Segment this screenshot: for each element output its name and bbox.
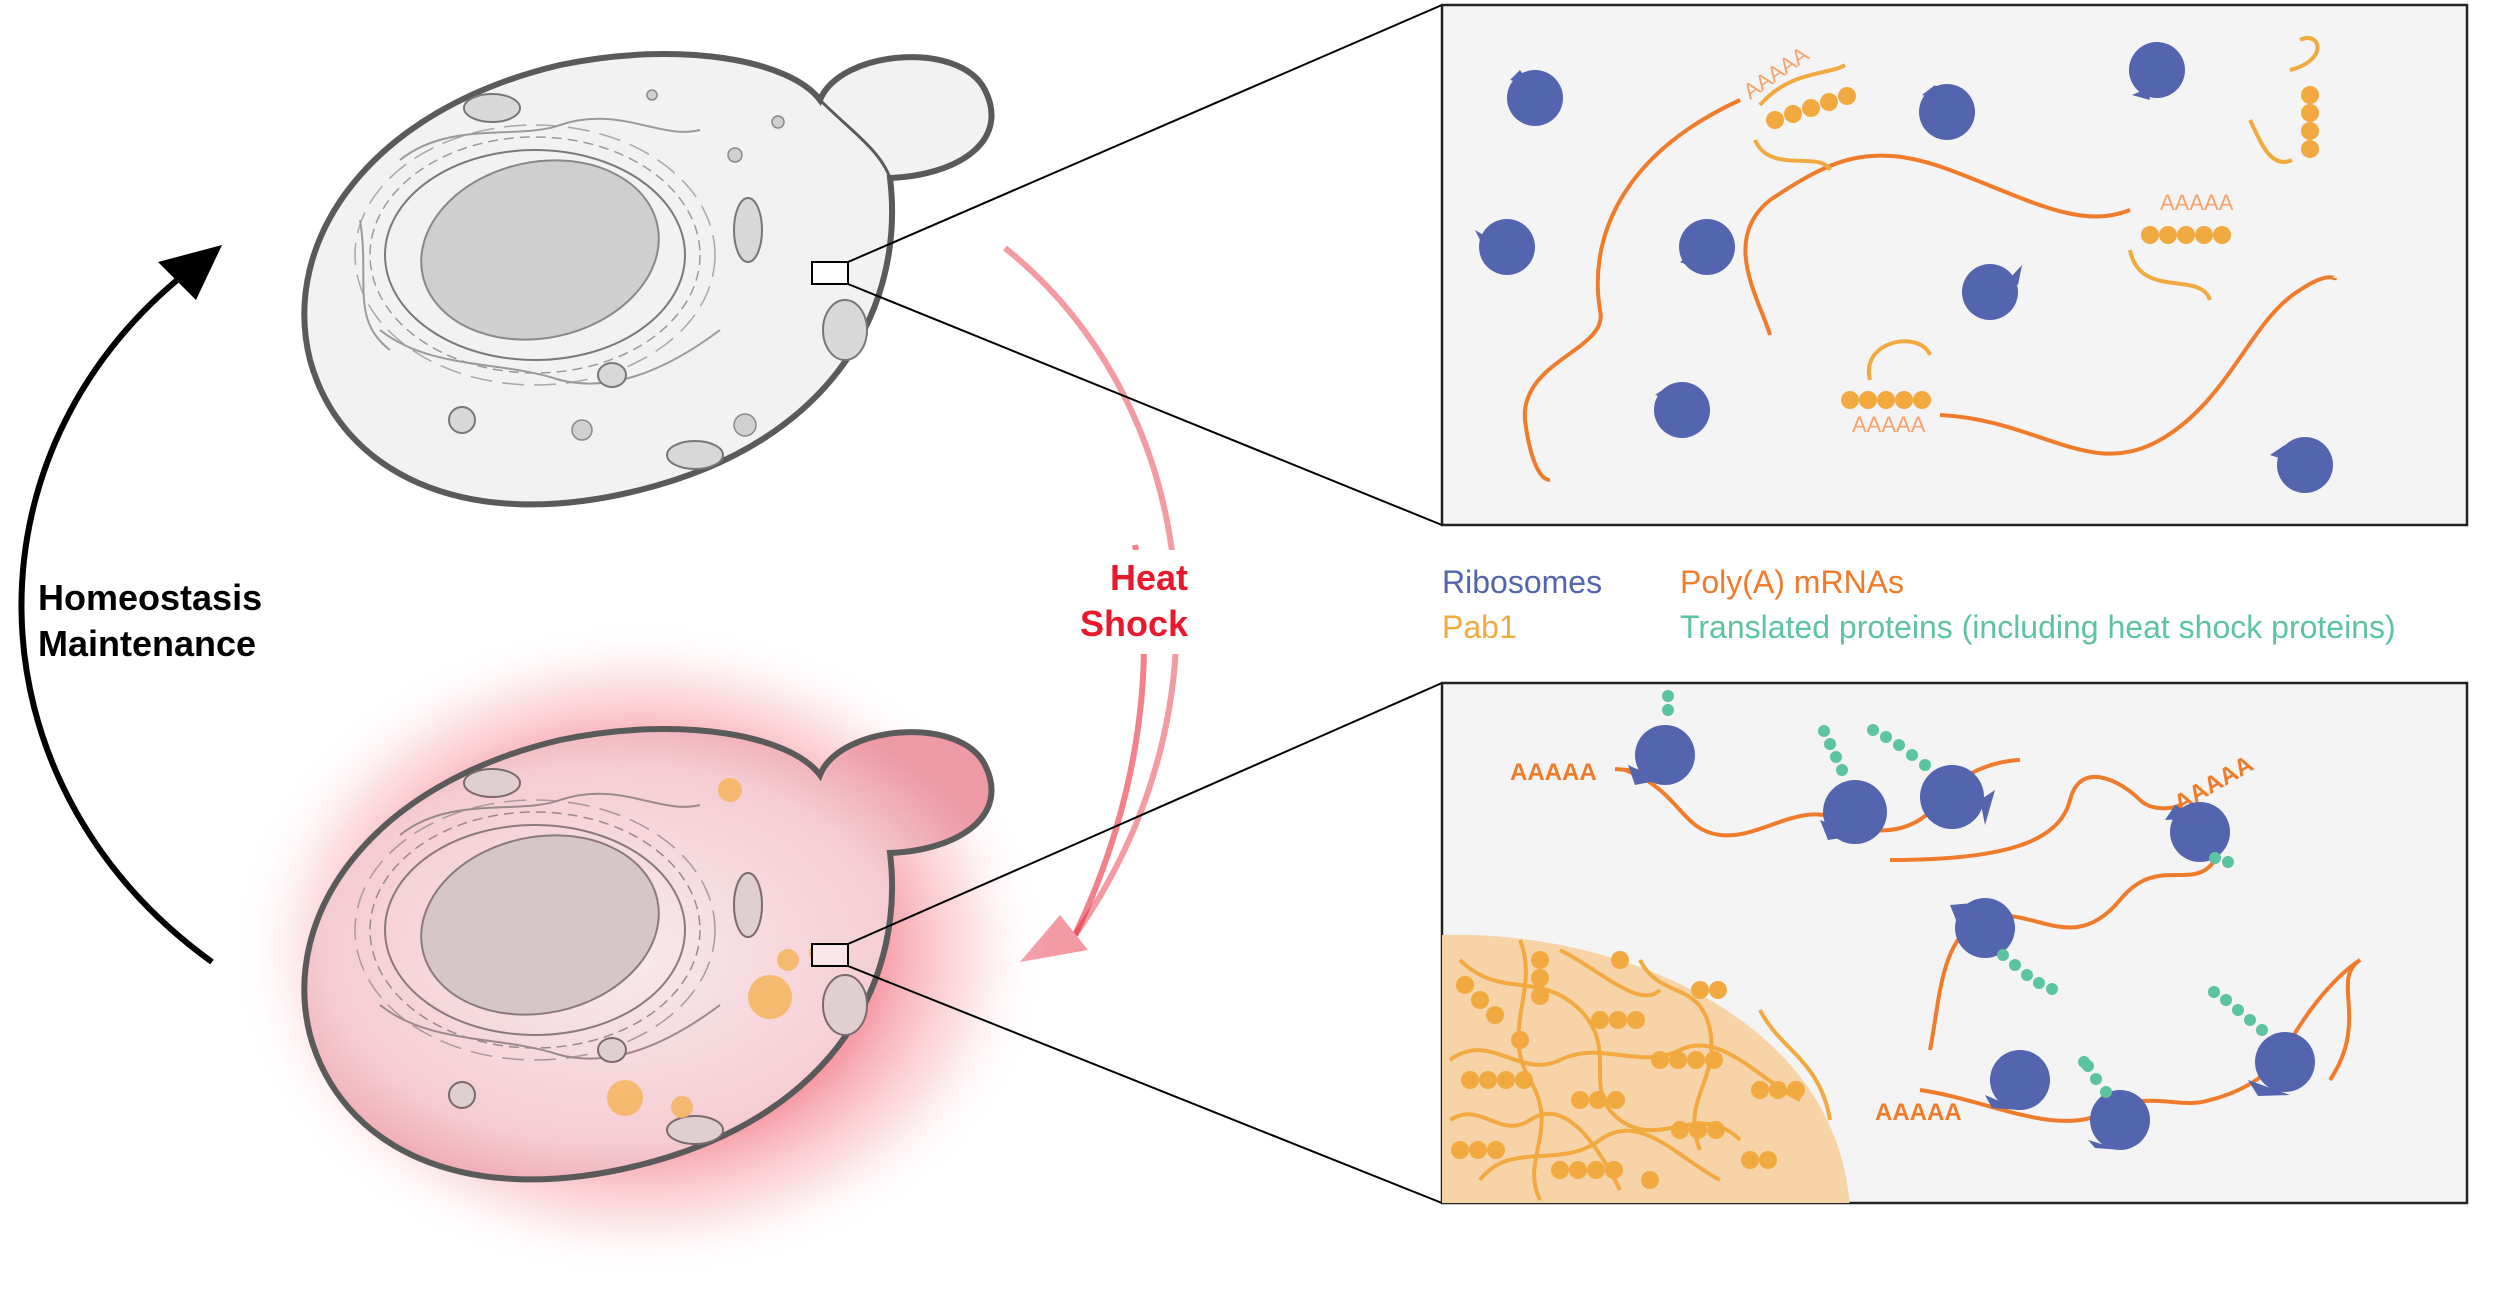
pab1-bead-chain (2128, 226, 2231, 301)
mitochondrion (597, 1037, 627, 1063)
vesicle (727, 147, 743, 163)
ribosome (1679, 219, 1735, 275)
homeostasis-label-line1: Homeostasis (38, 577, 262, 618)
normal-zoom-panel: AAAAA AAAAA AAAAA (1440, 3, 2469, 527)
pab1-beads (1451, 951, 1805, 1189)
mitochondrion (733, 872, 763, 938)
mitochondrion (822, 299, 868, 361)
legend-pab1: Pab1 (1442, 609, 1517, 645)
ribosome (1654, 382, 1710, 438)
mitochondrion (666, 1115, 724, 1145)
mitochondrion (666, 440, 724, 470)
polya-mrna (2328, 958, 2362, 1082)
polya-mrna (1768, 153, 2131, 219)
translating-ribosome (2165, 802, 2234, 868)
mitochondrion (463, 93, 521, 123)
pab1-bead-chain (1841, 339, 1932, 409)
homeostasis-arrowhead (158, 245, 222, 300)
mitochondrion (733, 197, 763, 263)
polya-tail-label: AAAAA (2160, 190, 2234, 215)
mitochondrion (463, 768, 521, 798)
translating-ribosome (1628, 690, 1695, 785)
ribosome (1962, 264, 2022, 320)
translating-ribosome (2208, 986, 2315, 1096)
translating-ribosome (1950, 898, 2058, 995)
legend-translated-proteins: Translated proteins (including heat shoc… (1680, 609, 2396, 645)
polya-mrna (1743, 198, 1772, 336)
polya-mrna (1522, 98, 1741, 482)
mitochondrion (597, 362, 627, 388)
pab1-bead-chain (1753, 63, 1856, 172)
cell-membrane (301, 725, 995, 1183)
translating-ribosome (2078, 1056, 2150, 1150)
zoom-line (847, 965, 1443, 1204)
ribosome (1507, 70, 1563, 126)
heat-shocked-yeast-cell (230, 620, 1050, 1280)
pab1-condensate (671, 1096, 693, 1118)
vesicle (646, 89, 658, 101)
pab1-condensate (718, 778, 742, 802)
legend: Ribosomes Pab1 Poly(A) mRNAs Translated … (1442, 564, 2396, 645)
zoom-region-box (811, 943, 849, 967)
translating-ribosome (1818, 725, 1887, 844)
polya-mrna (1928, 849, 2222, 1051)
translating-ribosome (1985, 1050, 2050, 1110)
homeostasis-arrow (18, 245, 222, 965)
zoom-line (847, 682, 1443, 945)
polya-mrna (1889, 775, 2181, 862)
polya-tail-label: AAAAA (1875, 1099, 1962, 1126)
heat-shock-label-line1: Heat (1110, 557, 1188, 598)
normal-yeast-cell (301, 50, 995, 508)
pab1-condensate (777, 949, 799, 971)
polya-tail-label: AAAAA (1852, 412, 1926, 437)
heat-shock-zoom-panel: AAAAA AAAAA AAAAA (1440, 681, 2469, 1205)
zoom-region-box (811, 261, 849, 285)
vesicle (571, 419, 593, 441)
ribosome (1475, 219, 1535, 275)
polya-tail-label: AAAAA (1510, 759, 1597, 786)
ribosome (1919, 84, 1975, 140)
nucleus (420, 834, 660, 1016)
ribosome (2270, 437, 2333, 493)
mitochondrion (448, 1081, 476, 1109)
homeostasis-label-line2: Maintenance (38, 623, 256, 664)
polya-mrna (1939, 275, 2337, 456)
ribosome (2129, 42, 2185, 100)
pab1-condensate (748, 975, 792, 1019)
vesicle (733, 413, 757, 437)
nuclear-envelope (384, 149, 686, 361)
pab1-bead-chain (2248, 36, 2320, 164)
legend-polya-mrnas: Poly(A) mRNAs (1680, 564, 1904, 600)
pab1-condensate (607, 1080, 643, 1116)
zoom-line (847, 283, 1443, 526)
mitochondrion (448, 406, 476, 434)
heat-shock-label-line2: Shock (1080, 603, 1189, 644)
translating-ribosome (1867, 724, 1995, 829)
nucleus (420, 159, 660, 341)
mitochondrion (822, 974, 868, 1036)
legend-ribosomes: Ribosomes (1442, 564, 1602, 600)
cell-membrane (301, 50, 995, 508)
vesicle (771, 115, 785, 129)
zoom-line (847, 4, 1443, 263)
